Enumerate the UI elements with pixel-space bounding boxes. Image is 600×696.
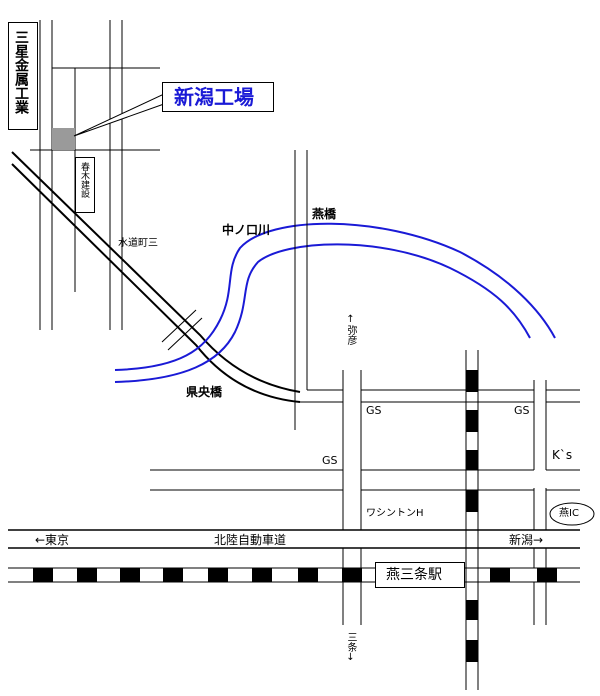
station-label: 燕三条駅 — [386, 567, 442, 583]
company-name: 三星金属工業 — [13, 30, 29, 114]
kenou-bridge-label: 県央橋 — [186, 385, 223, 399]
tsubame-bridge-label: 燕橋 — [312, 207, 337, 221]
factory-callout-pointer — [73, 93, 165, 137]
expressway — [8, 529, 580, 549]
shinkansen-line — [465, 350, 479, 690]
expressway-west-label: ←東京 — [34, 533, 71, 547]
company-name-box — [8, 22, 38, 130]
tsubame-ic-ellipse — [549, 502, 595, 526]
nakanokuchi-river-label: 中ノ口川 — [222, 223, 271, 237]
to-yahiko-label: ↑弥彦 — [345, 314, 356, 345]
railway-line — [8, 567, 580, 583]
vertical-roads — [294, 150, 547, 625]
neighbor-building-box — [75, 157, 95, 213]
expressway-east-label: 新潟→ — [508, 533, 545, 547]
gs-label-south: GS — [322, 454, 338, 467]
diagonal-road-kenou — [11, 151, 301, 403]
to-sanjo-label: 三条↓ — [345, 632, 356, 663]
crossing-marks — [161, 309, 203, 351]
suido-cho-label: 水道町三 — [118, 238, 158, 249]
ks-store-label: K`s — [552, 448, 573, 462]
neighbor-building-label: 春木建設 — [79, 162, 89, 198]
expressway-name-label: 北陸自動車道 — [213, 533, 288, 547]
tsubame-ic-label: 燕IC — [559, 508, 579, 519]
factory-location-marker — [52, 128, 75, 150]
washington-hotel-label: ワシントンH — [366, 508, 424, 519]
station-box — [375, 562, 465, 588]
gs-label-north: GS — [366, 404, 382, 417]
horizontal-roads — [150, 389, 580, 491]
factory-callout-box — [162, 82, 274, 112]
local-roads-northwest — [30, 20, 160, 330]
factory-callout-label: 新潟工場 — [174, 85, 254, 109]
nakanokuchi-river — [114, 222, 556, 383]
gs-label-east: GS — [514, 404, 530, 417]
